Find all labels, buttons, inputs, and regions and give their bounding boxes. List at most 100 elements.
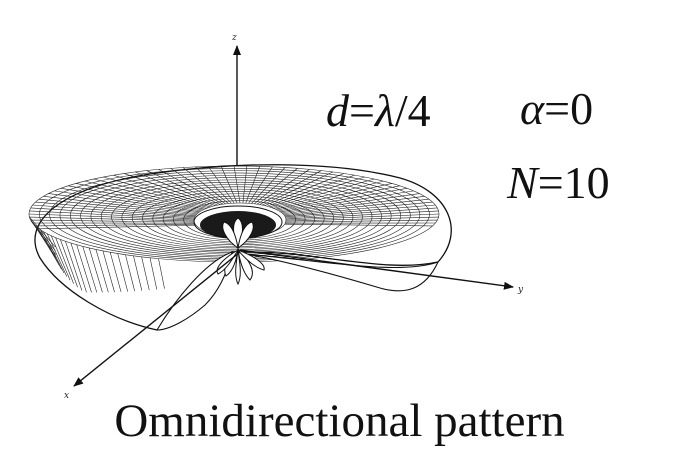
- torus-meridian-line: [285, 210, 439, 220]
- torus-meridian-line: [280, 190, 414, 213]
- torus-meridian-line: [264, 173, 344, 206]
- spacing-fraction: /4: [394, 85, 431, 136]
- torus-meridian-line: [75, 183, 205, 210]
- torus-meridian-line: [93, 178, 209, 208]
- torus-skirt-line: [158, 258, 165, 289]
- torus-meridian-line: [28, 213, 195, 221]
- torus-meridian-line: [39, 224, 197, 230]
- torus-meridian-line: [35, 223, 196, 227]
- torus-meridian-line: [277, 185, 400, 211]
- torus-meridian-line: [54, 190, 200, 213]
- torus-meridian-line: [60, 187, 202, 212]
- side-lobes: [216, 217, 265, 286]
- torus-skirt-line: [29, 218, 56, 251]
- torus-meridian-line: [48, 193, 199, 214]
- y-axis: [239, 249, 514, 290]
- side-lobe: [237, 221, 254, 250]
- phase-equation: α=0: [520, 86, 593, 132]
- torus-skirt-line: [82, 246, 98, 293]
- torus-meridian-line: [146, 170, 221, 205]
- torus-meridian-line: [29, 210, 195, 220]
- torus-meridian-line: [29, 216, 195, 222]
- torus-meridian-line: [251, 167, 286, 204]
- torus-meridian-line: [248, 166, 273, 204]
- torus-meridian-line: [113, 174, 214, 207]
- torus-meridian-line: [275, 183, 393, 210]
- torus-meridian-line: [269, 176, 365, 208]
- z-axis-label: z: [231, 33, 237, 43]
- side-lobe: [236, 248, 265, 271]
- torus-meridian-line: [281, 193, 420, 214]
- torus-skirt-line: [133, 255, 143, 291]
- torus-meridian-line: [233, 165, 241, 204]
- torus-skirt-line: [149, 257, 158, 290]
- element-count-equation: N=10: [507, 160, 610, 206]
- torus-meridian-line: [124, 173, 216, 206]
- torus-surface: [28, 164, 452, 331]
- torus-meridian-line: [245, 166, 260, 204]
- torus-meridian-lines: [28, 165, 440, 293]
- torus-meridian-line: [158, 169, 224, 205]
- torus-meridian-line: [84, 180, 207, 209]
- torus-meridian-line: [254, 168, 298, 205]
- torus-meridian-line: [32, 204, 195, 218]
- torus-meridian-line: [271, 178, 375, 208]
- torus-meridian-line: [208, 166, 235, 204]
- torus-meridian-line: [68, 185, 203, 211]
- torus-skirt-line: [43, 231, 65, 274]
- torus-meridian-line: [182, 167, 229, 204]
- element-count-value: =10: [537, 157, 610, 208]
- spacing-equals: =: [349, 85, 375, 136]
- x-axis: [73, 251, 241, 387]
- torus-meridian-line: [220, 165, 238, 204]
- phase-value: =0: [544, 83, 594, 134]
- figure-caption: Omnidirectional pattern: [114, 395, 565, 447]
- torus-meridian-line: [262, 171, 333, 206]
- torus-meridian-line: [285, 219, 438, 223]
- torus-meridian-line: [259, 170, 322, 205]
- torus-meridian-line: [43, 196, 198, 215]
- torus-meridian-line: [35, 201, 196, 217]
- torus-meridian-line: [256, 169, 310, 205]
- torus-meridian-line: [242, 166, 248, 204]
- torus-meridian-line: [284, 223, 433, 227]
- torus-skirt-line: [65, 241, 83, 291]
- torus-meridian-line: [273, 180, 384, 209]
- torus-meridian-line: [285, 213, 440, 221]
- n-symbol: N: [507, 157, 538, 208]
- lambda-symbol: λ: [374, 85, 395, 136]
- torus-meridian-line: [266, 174, 355, 207]
- torus-meridian-line: [285, 207, 438, 219]
- torus-meridian-line: [39, 198, 197, 216]
- torus-skirt-line: [55, 237, 74, 284]
- alpha-symbol: α: [520, 83, 545, 134]
- torus-meridian-line: [30, 219, 195, 223]
- y-axis-label: y: [517, 285, 524, 295]
- torus-meridian-line: [284, 201, 433, 217]
- spacing-symbol: d: [326, 85, 349, 136]
- torus-skirt-line: [29, 216, 56, 248]
- x-axis-label: x: [64, 391, 69, 401]
- torus-meridian-line: [30, 207, 195, 219]
- torus-skirt-line: [88, 247, 103, 293]
- torus-meridian-line: [285, 204, 436, 218]
- torus-meridian-line: [283, 198, 429, 216]
- torus-skirt-line: [50, 235, 71, 281]
- torus-meridian-line: [195, 166, 232, 204]
- side-lobe: [235, 249, 241, 286]
- side-lobe: [222, 221, 239, 250]
- torus-skirt-line: [117, 253, 128, 292]
- torus-skirt-line: [102, 250, 115, 293]
- torus-skirt-line: [95, 249, 109, 293]
- torus-skirt-line: [31, 221, 57, 255]
- torus-meridian-line: [135, 171, 218, 206]
- torus-skirt-line: [141, 256, 150, 291]
- spacing-equation: d=λ/4: [326, 88, 431, 134]
- torus-skirt-line: [70, 242, 87, 293]
- torus-meridian-line: [282, 196, 425, 215]
- torus-meridian-line: [103, 176, 211, 208]
- torus-skirt-line: [76, 244, 92, 293]
- torus-skirt-line: [109, 252, 122, 292]
